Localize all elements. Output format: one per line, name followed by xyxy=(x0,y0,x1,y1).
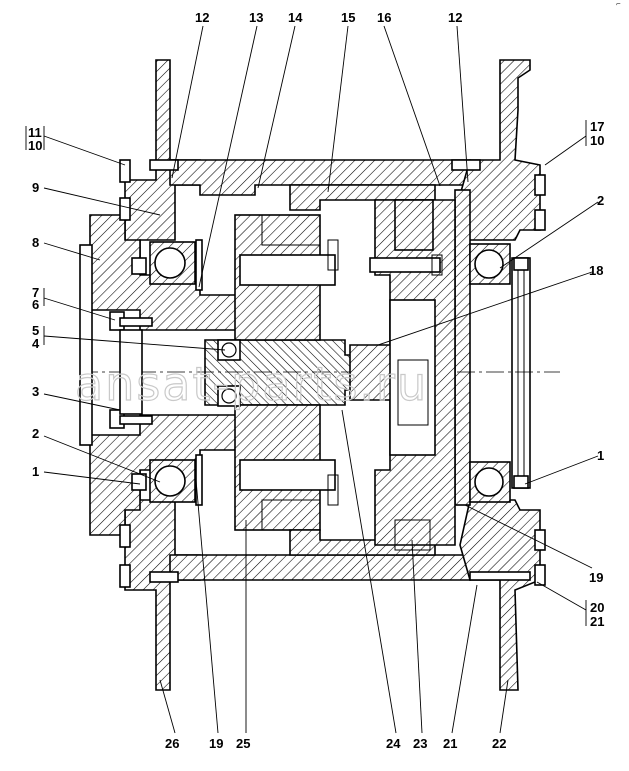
drum-bottom-wall xyxy=(169,554,471,581)
bearing-shaft-upper xyxy=(217,339,241,361)
label-20: 20 xyxy=(590,600,604,615)
label-2-right: 2 xyxy=(597,193,604,208)
label-1-right: 1 xyxy=(597,448,604,463)
label-25: 25 xyxy=(236,736,250,751)
bearing-upper-right xyxy=(469,243,511,285)
label-26: 26 xyxy=(165,736,179,751)
label-9: 9 xyxy=(32,180,39,195)
label-6: 6 xyxy=(32,297,39,312)
planet-pin-lower xyxy=(239,459,336,491)
label-8: 8 xyxy=(32,235,39,250)
label-7: 7 xyxy=(32,285,39,300)
label-24: 24 xyxy=(386,736,401,751)
watermark: ansat-parts.ru xyxy=(75,357,428,411)
label-12-right: 12 xyxy=(448,10,462,25)
label-1-left: 1 xyxy=(32,464,39,479)
second-stage-gear-teeth xyxy=(397,359,429,426)
label-14: 14 xyxy=(288,10,303,25)
label-19-bottom: 19 xyxy=(209,736,223,751)
hub-face xyxy=(79,244,93,446)
corner-mark: ⌐ xyxy=(616,1,621,8)
right-flange xyxy=(459,59,541,241)
label-22: 22 xyxy=(492,736,506,751)
snap-ring-upper xyxy=(195,239,203,291)
hub-inner-bore xyxy=(119,329,143,415)
seal-upper-right xyxy=(513,257,529,271)
label-10-right: 10 xyxy=(590,133,604,148)
seal-upper-left xyxy=(131,257,147,275)
label-11: 11 xyxy=(28,125,42,140)
seal-lower-left xyxy=(131,473,147,491)
right-flange-lower xyxy=(459,499,541,691)
right-seal-ring xyxy=(511,257,531,489)
pin-plug-stage2 xyxy=(431,254,443,276)
ring-gear-upper xyxy=(289,184,436,211)
upper-planet-stage2 xyxy=(394,199,434,251)
label-2-left: 2 xyxy=(32,426,39,441)
label-19-right: 19 xyxy=(589,570,603,585)
pin-plug-lower xyxy=(327,474,339,506)
bearing-lower-left xyxy=(149,459,196,503)
label-21-side: 21 xyxy=(590,614,604,629)
label-5: 5 xyxy=(32,323,39,338)
planet-gear-teeth-upper xyxy=(261,214,321,246)
pin-plug-upper xyxy=(327,239,339,271)
label-23: 23 xyxy=(413,736,427,751)
label-21-bottom: 21 xyxy=(443,736,457,751)
label-13: 13 xyxy=(249,10,263,25)
bearing-upper-left xyxy=(149,241,196,285)
upper-pin-stage2 xyxy=(369,257,441,273)
label-16: 16 xyxy=(377,10,391,25)
seal-lower-right xyxy=(513,475,529,489)
leader-lines xyxy=(25,25,599,734)
label-17: 17 xyxy=(590,119,604,134)
label-10-left: 10 xyxy=(28,138,42,153)
label-4: 4 xyxy=(32,336,40,351)
part-labels: 12 13 14 15 16 12 11 10 9 8 7 6 5 4 3 2 … xyxy=(28,10,604,751)
flange-bolts xyxy=(109,159,153,588)
planet-pin-upper xyxy=(239,254,336,286)
bearing-shaft-lower xyxy=(217,385,241,407)
label-15: 15 xyxy=(341,10,355,25)
label-3: 3 xyxy=(32,384,39,399)
label-18: 18 xyxy=(589,263,603,278)
cover-bolts xyxy=(149,159,546,586)
bearing-lower-right xyxy=(469,461,511,503)
label-12-left: 12 xyxy=(195,10,209,25)
hub-left xyxy=(89,214,261,331)
end-cover-plate xyxy=(454,189,471,506)
snap-ring-lower xyxy=(195,454,203,506)
